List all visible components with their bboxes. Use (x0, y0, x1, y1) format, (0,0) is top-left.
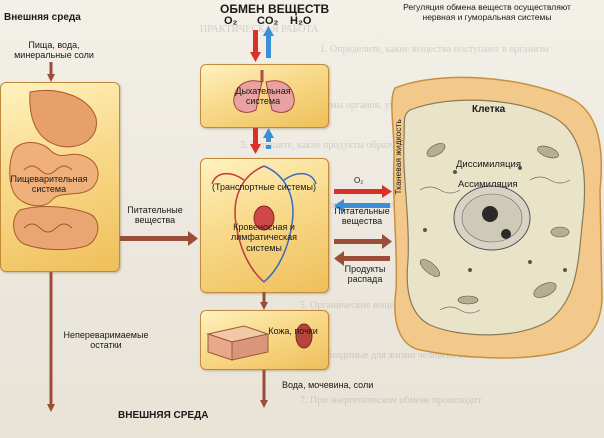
circulatory-system-label: Кровеносная и лимфатическая системы (230, 222, 298, 253)
excretion-label: Вода, мочевина, соли (282, 380, 374, 390)
tissue-fluid-label: Тканевая жидкость (393, 119, 404, 195)
nutrients-right-label: Питательные вещества (334, 206, 390, 227)
decay-products-label: Продукты распада (344, 264, 386, 285)
nutrients-left-label: Питательные вещества (127, 205, 183, 226)
respiratory-system-label: Дыхательная система (235, 86, 291, 107)
gas-h2o-label: H₂O (290, 15, 312, 27)
cell-label: Клетка (472, 104, 506, 115)
respiratory-system-panel (200, 64, 329, 128)
undigested-label: Непереваримаемые остатки (63, 330, 149, 351)
skin-kidneys-label: Кожа, почки (268, 326, 318, 336)
outer-environment-top-label: Внешняя среда (4, 12, 81, 23)
gas-arrows (120, 26, 392, 266)
diagram-title: ОБМЕН ВЕЩЕСТВ (220, 2, 330, 16)
skin-illustration (206, 323, 313, 361)
dissimilation-label: Диссимиляция (456, 159, 521, 170)
digestive-organs-illustration (9, 89, 99, 251)
digestive-system-label: Пищеварительная система (10, 174, 88, 195)
cell-o2-label: O₂ (354, 176, 364, 185)
regulation-note: Регуляция обмена веществ осуществляют не… (403, 2, 571, 22)
circulatory-illustration (211, 165, 317, 283)
flow-arrows (47, 62, 268, 412)
lungs-illustration (233, 70, 295, 113)
intake-label: Пища, вода, минеральные соли (14, 40, 94, 61)
assimilation-label: Ассимиляция (458, 179, 518, 190)
cell-illustration (391, 76, 603, 359)
gas-o2-label: O₂ (224, 15, 238, 27)
transport-systems-label: (Транспортные системы) (212, 182, 316, 192)
gas-co2-label: CO₂ (257, 15, 279, 27)
outer-environment-bottom-label: ВНЕШНЯЯ СРЕДА (118, 410, 209, 421)
